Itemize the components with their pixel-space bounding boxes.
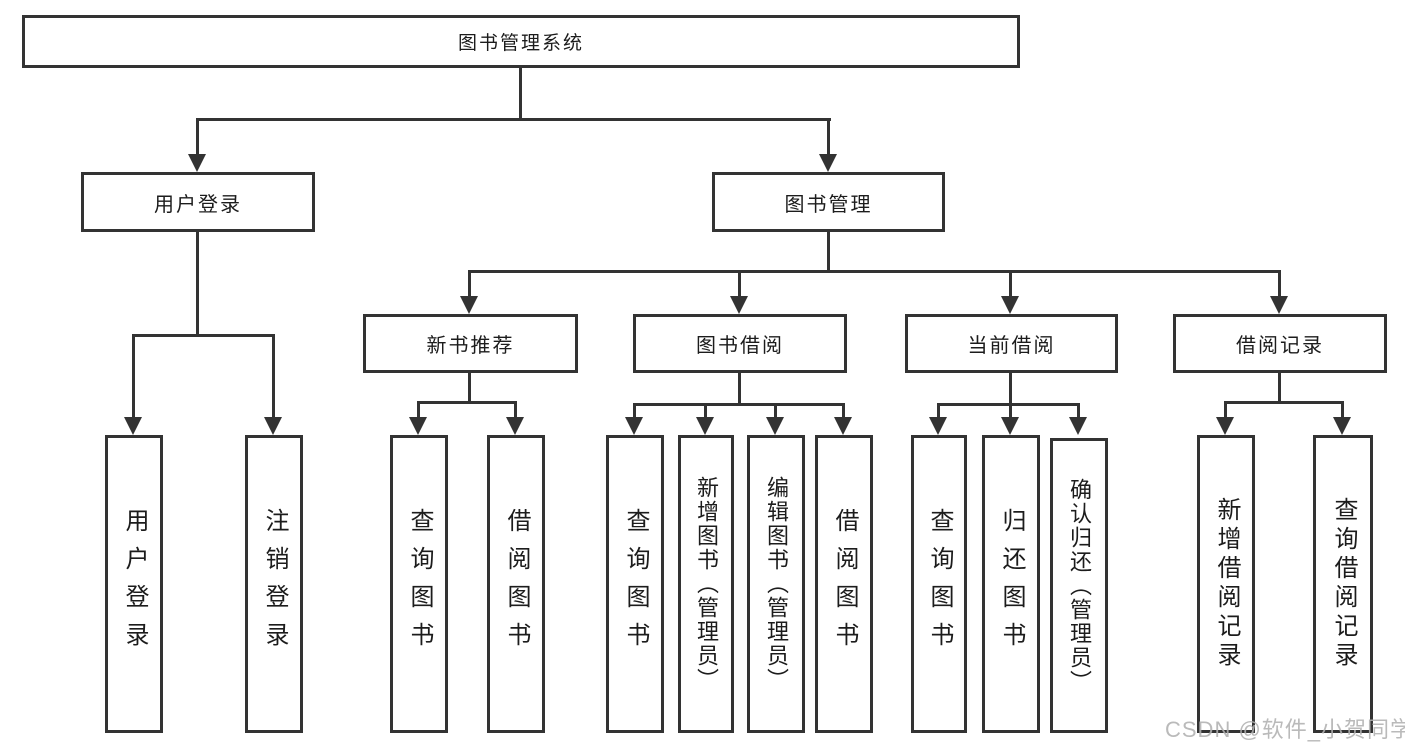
leaf-label: 查询借阅记录 [1330,497,1357,671]
leaf-label: 用户登录 [121,508,148,660]
connector-drop [1224,401,1227,419]
leaf-query-books-recommend: 查询图书 [390,435,448,733]
leaf-label: 借阅图书 [503,508,530,660]
connector-stem [1278,373,1281,403]
connector-drop [633,403,636,419]
leaf-return-books: 归还图书 [982,435,1040,733]
leaf-label: 查询图书 [406,508,433,660]
connector-drop [1009,270,1012,298]
connector-stem [738,373,741,405]
node-new-book-recommend: 新书推荐 [363,314,578,373]
connector-login-stem [196,232,199,336]
connector-drop [514,401,517,419]
leaf-label: 查询图书 [622,508,649,660]
connector-drop [937,403,940,419]
connector-root-stem [519,68,522,120]
leaf-label: 借阅图书 [831,508,858,660]
leaf-label: 查询图书 [926,508,953,660]
leaf-borrow-books-recommend: 借阅图书 [487,435,545,733]
connector-rail [937,403,1080,406]
connector-mgmt-stem [827,232,830,272]
connector-drop [132,334,135,418]
node-label: 图书管理 [784,193,873,216]
connector-stem [1009,373,1012,405]
connector-drop [842,403,845,419]
leaf-add-borrow-record: 新增借阅记录 [1197,435,1255,733]
node-book-borrow: 图书借阅 [633,314,847,373]
node-user-login: 用户登录 [81,172,315,232]
arrow-down-icon [929,417,947,435]
connector-login-rail [132,334,275,337]
connector-drop [774,403,777,419]
connector-rail [1224,401,1344,404]
arrow-down-icon [1069,417,1087,435]
leaf-query-borrow-record: 查询借阅记录 [1313,435,1373,733]
leaf-user-login: 用户登录 [105,435,163,733]
connector-drop [738,270,741,298]
leaf-logout: 注销登录 [245,435,303,733]
connector-drop [417,401,420,419]
arrow-down-icon [460,296,478,314]
leaf-query-books-borrow: 查询图书 [606,435,664,733]
leaf-label: 新增图书（管理员） [694,476,719,692]
arrow-down-icon [625,417,643,435]
arrow-down-icon [409,417,427,435]
arrow-down-icon [1001,296,1019,314]
arrow-down-icon [1333,417,1351,435]
leaf-query-books-current: 查询图书 [911,435,967,733]
connector-root-rail [196,118,831,121]
connector-rail [633,403,845,406]
connector-drop [827,118,830,156]
arrow-down-icon [819,154,837,172]
connector-mgmt-rail [468,270,1281,273]
connector-drop [1009,403,1012,419]
node-label: 用户登录 [154,193,242,216]
connector-drop [1278,270,1281,298]
connector-stem [468,373,471,403]
connector-drop [196,118,199,156]
node-label: 图书管理系统 [457,33,584,54]
arrow-down-icon [1001,417,1019,435]
arrow-down-icon [188,154,206,172]
leaf-borrow-books: 借阅图书 [815,435,873,733]
connector-drop [704,403,707,419]
arrow-down-icon [264,417,282,435]
node-label: 新书推荐 [426,335,515,357]
arrow-down-icon [696,417,714,435]
node-root-library-system: 图书管理系统 [22,15,1020,68]
leaf-label: 归还图书 [998,508,1025,660]
node-label: 图书借阅 [696,335,784,357]
arrow-down-icon [834,417,852,435]
leaf-label: 编辑图书（管理员） [764,476,789,692]
connector-drop [468,270,471,298]
arrow-down-icon [1270,296,1288,314]
node-book-management: 图书管理 [712,172,945,232]
csdn-watermark: CSDN @软件_小贺同学 [1165,717,1405,742]
leaf-label: 确认归还（管理员） [1067,477,1092,694]
arrow-down-icon [730,296,748,314]
arrow-down-icon [506,417,524,435]
leaf-add-book-admin: 新增图书（管理员） [678,435,734,733]
node-label: 借阅记录 [1236,335,1324,357]
connector-drop [272,334,275,418]
node-label: 当前借阅 [967,335,1056,357]
arrow-down-icon [766,417,784,435]
connector-drop [1077,403,1080,419]
leaf-confirm-return-admin: 确认归还（管理员） [1050,438,1108,733]
arrow-down-icon [124,417,142,435]
leaf-label: 注销登录 [261,508,288,660]
node-borrow-records: 借阅记录 [1173,314,1387,373]
leaf-edit-book-admin: 编辑图书（管理员） [747,435,805,733]
connector-drop [1341,401,1344,419]
arrow-down-icon [1216,417,1234,435]
node-current-borrow: 当前借阅 [905,314,1118,373]
leaf-label: 新增借阅记录 [1213,497,1240,671]
connector-rail [417,401,517,404]
